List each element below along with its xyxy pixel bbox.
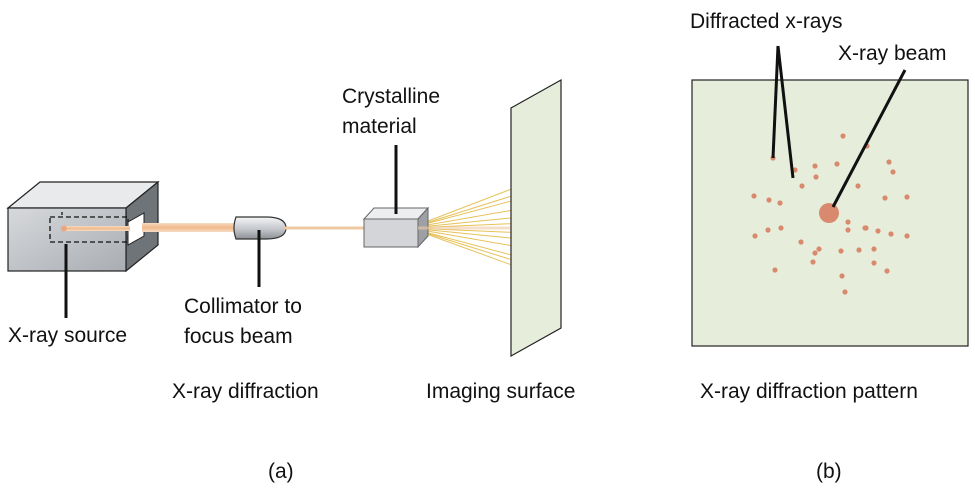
collimator [233, 216, 287, 240]
label-crystalline-2: material [342, 115, 417, 138]
diffracted-pointer-2 [776, 45, 795, 179]
diffraction-spot [772, 267, 778, 273]
diffraction-spot [888, 231, 894, 237]
imaging-surface-plate [510, 78, 562, 358]
diffraction-spot [845, 219, 851, 225]
diffraction-spot [904, 233, 910, 239]
diffracted-pointer-1 [771, 45, 780, 159]
diffraction-spot [798, 239, 804, 245]
diffraction-spot [904, 194, 910, 200]
label-diffraction-pattern: X-ray diffraction pattern [700, 380, 918, 403]
diffraction-spots [751, 133, 910, 295]
diffraction-spot [871, 246, 877, 252]
diffraction-spot [838, 248, 844, 254]
source-aperture [127, 212, 145, 246]
diffraction-spot [840, 133, 846, 139]
diffraction-spot [834, 161, 840, 167]
xray-beam-wide [142, 223, 238, 232]
label-crystalline-1: Crystalline [342, 85, 440, 108]
diffraction-spot [862, 225, 868, 231]
diffraction-spot [752, 233, 758, 239]
central-beam-spot [819, 203, 839, 223]
label-panel-a: (a) [268, 460, 294, 483]
diffraction-spot [845, 227, 851, 233]
diffraction-spot [799, 183, 805, 189]
label-xray-diffraction: X-ray diffraction [172, 380, 319, 403]
label-imaging-surface: Imaging surface [426, 380, 575, 403]
diffraction-spot [810, 259, 816, 265]
diffraction-spot [875, 228, 881, 234]
xray-beam-narrow [284, 226, 370, 230]
diffraction-spot [816, 246, 822, 252]
label-collimator-1: Collimator to [184, 295, 302, 318]
panel-b: Diffracted x-rays X-ray beam X-ray diffr… [690, 10, 969, 483]
emission-point [61, 225, 67, 232]
label-xray-beam: X-ray beam [838, 42, 947, 65]
transmitted-beam [418, 226, 538, 230]
diffraction-spot [765, 227, 771, 233]
diffraction-spot [856, 247, 862, 253]
panel-a: X-ray source Collimator to focus beam Cr… [6, 78, 575, 483]
diffraction-spot [751, 193, 757, 199]
diffraction-spot [839, 273, 845, 279]
internal-beam [64, 226, 130, 231]
diffraction-spot [777, 200, 783, 206]
label-xray-source: X-ray source [8, 324, 127, 347]
label-collimator-2: focus beam [184, 325, 293, 348]
diffraction-spot [766, 197, 772, 203]
label-diffracted-xrays: Diffracted x-rays [690, 10, 843, 33]
diffraction-spot [890, 169, 896, 175]
diffraction-spot [882, 195, 888, 201]
diffraction-spot [813, 174, 819, 180]
diffraction-spot [871, 260, 877, 266]
xray-beam-pointer [831, 69, 907, 208]
diffraction-spot [778, 225, 784, 231]
xray-source-box [6, 180, 160, 273]
diffraction-spot [812, 250, 818, 256]
diffraction-spot [812, 163, 818, 169]
diffraction-spot [886, 159, 892, 165]
diffraction-spot [842, 289, 848, 295]
diffraction-spot [855, 183, 861, 189]
label-panel-b: (b) [816, 460, 842, 483]
diffraction-spot [884, 268, 890, 274]
